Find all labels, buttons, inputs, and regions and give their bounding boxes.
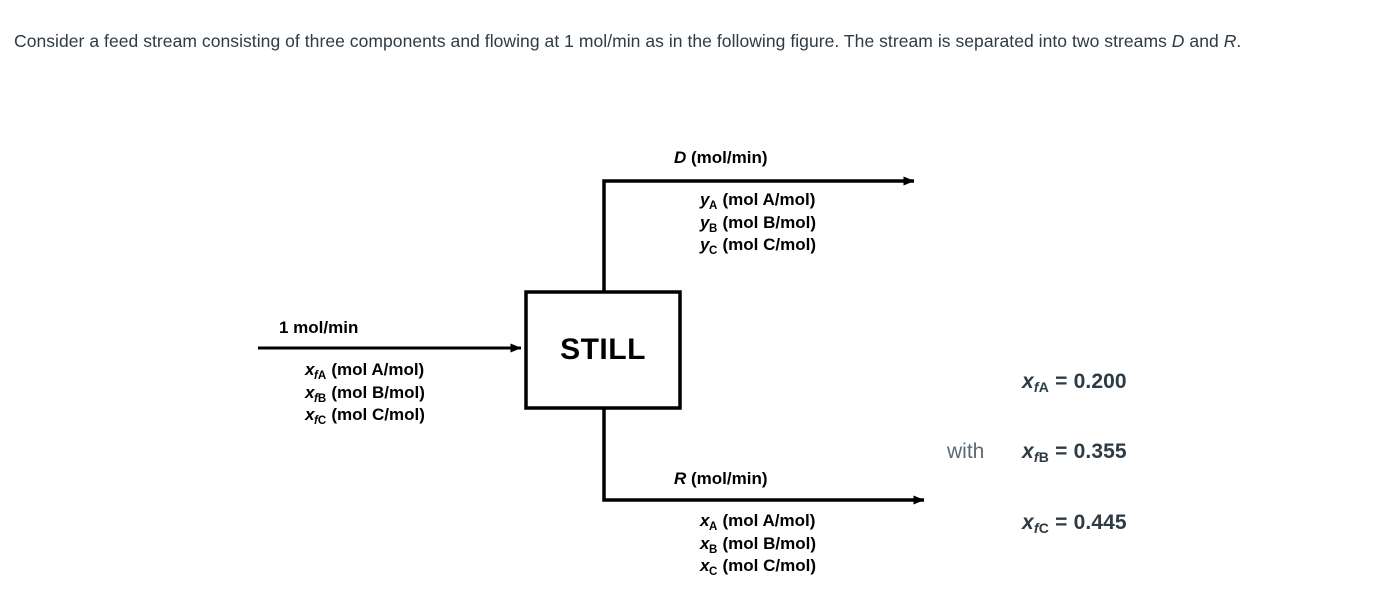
- distillate-stream-header: D (mol/min): [674, 148, 768, 168]
- residue-composition-list: xA (mol A/mol) xB (mol B/mol) xC (mol C/…: [700, 511, 816, 579]
- subscript: fC: [1034, 520, 1049, 536]
- composition-equation: xfA = 0.200: [1022, 370, 1127, 395]
- distillate-units: (mol/min): [691, 148, 768, 167]
- distillate-composition-item: yB (mol B/mol): [700, 213, 816, 236]
- still-unit-box: [524, 290, 682, 410]
- units: (mol B/mol): [331, 382, 425, 402]
- intro-var-r: R: [1223, 30, 1237, 51]
- subscript: fB: [1034, 449, 1049, 465]
- distillate-composition-list: yA (mol A/mol) yB (mol B/mol) yC (mol C/…: [700, 190, 816, 258]
- residue-stream-arrow: [602, 408, 925, 505]
- given-feed-compositions: xfA = 0.200 with xfB = 0.355 xfC = 0.445: [940, 365, 1240, 545]
- composition-equation: xfB = 0.355: [1022, 440, 1127, 465]
- intro-text-part1: Consider a feed stream consisting of thr…: [14, 30, 1172, 51]
- residue-composition-item: xC (mol C/mol): [700, 556, 816, 579]
- units: (mol A/mol): [722, 511, 816, 530]
- symbol: y: [700, 212, 710, 232]
- subscript-feed: f: [313, 392, 318, 405]
- symbol: x: [700, 511, 710, 530]
- distillate-composition-item: yC (mol C/mol): [700, 235, 816, 258]
- subscript-component: B: [317, 392, 327, 405]
- symbol: x: [1022, 440, 1034, 463]
- subscript-feed: f: [1033, 379, 1039, 395]
- subscript-component: A: [708, 200, 718, 212]
- composition-row: xfC = 0.445: [940, 506, 1240, 540]
- subscript: fA: [1034, 379, 1049, 395]
- distillate-stream-arrow: [602, 176, 915, 292]
- subscript-feed: f: [1033, 449, 1039, 465]
- subscript-component: A: [708, 521, 718, 533]
- subscript-feed: f: [1033, 520, 1039, 536]
- symbol: y: [700, 190, 710, 209]
- still-unit-label: STILL: [560, 333, 646, 366]
- feed-composition-item: xfB (mol B/mol): [305, 383, 425, 406]
- units: (mol A/mol): [331, 360, 425, 379]
- composition-row: xfA = 0.200: [940, 365, 1240, 399]
- equals-sign: =: [1055, 511, 1068, 534]
- with-label: with: [947, 440, 985, 463]
- subscript-component: C: [1038, 520, 1050, 536]
- residue-stream-header: R (mol/min): [674, 469, 768, 489]
- residue-composition-item: xA (mol A/mol): [700, 511, 816, 534]
- intro-var-d: D: [1171, 30, 1185, 51]
- subscript-component: A: [317, 370, 327, 382]
- distillate-composition-item: yA (mol A/mol): [700, 190, 816, 213]
- subscript-component: C: [708, 245, 718, 257]
- equals-sign: =: [1055, 370, 1068, 393]
- symbol: x: [305, 360, 315, 379]
- feed-composition-list: xfA (mol A/mol) xfB (mol B/mol) xfC (mol…: [305, 360, 425, 428]
- diagram-lines: [258, 176, 925, 505]
- residue-composition-item: xB (mol B/mol): [700, 534, 816, 557]
- intro-period: .: [1236, 30, 1242, 51]
- subscript-component: C: [708, 566, 718, 578]
- subscript-component: C: [317, 415, 327, 427]
- units: (mol B/mol): [722, 212, 817, 232]
- composition-value: 0.355: [1073, 440, 1127, 463]
- units: (mol C/mol): [331, 405, 425, 424]
- subscript-component: B: [1038, 449, 1050, 465]
- symbol: x: [1022, 370, 1034, 393]
- subscript-feed: f: [313, 370, 318, 382]
- units: (mol C/mol): [722, 235, 817, 254]
- units: (mol A/mol): [722, 190, 816, 209]
- subscript-component: B: [708, 543, 718, 556]
- residue-units: (mol/min): [691, 469, 768, 488]
- composition-value: 0.200: [1073, 370, 1127, 393]
- feed-composition-item: xfA (mol A/mol): [305, 360, 425, 383]
- symbol: x: [700, 556, 710, 575]
- units: (mol C/mol): [722, 556, 817, 575]
- symbol: x: [305, 405, 315, 424]
- process-flow-diagram: STILL D (mol/min) yA (mol A/mol) yB (mol…: [0, 120, 1393, 603]
- symbol: y: [700, 235, 710, 254]
- intro-conjunction: and: [1184, 30, 1224, 51]
- residue-symbol: R: [674, 469, 687, 488]
- composition-equation: xfC = 0.445: [1022, 511, 1127, 536]
- symbol: x: [305, 382, 315, 402]
- distillate-symbol: D: [674, 148, 687, 167]
- feed-flow-label: 1 mol/min: [279, 318, 359, 337]
- subscript-component: A: [1038, 379, 1050, 395]
- feed-composition-item: xfC (mol C/mol): [305, 405, 425, 428]
- composition-value: 0.445: [1073, 511, 1127, 534]
- symbol: x: [1022, 511, 1034, 534]
- subscript-feed: f: [313, 415, 318, 427]
- subscript-component: B: [708, 222, 718, 235]
- units: (mol B/mol): [722, 533, 817, 553]
- problem-statement: Consider a feed stream consisting of thr…: [14, 26, 1382, 56]
- symbol: x: [700, 533, 710, 553]
- composition-row: with xfB = 0.355: [940, 435, 1240, 469]
- equals-sign: =: [1055, 440, 1068, 463]
